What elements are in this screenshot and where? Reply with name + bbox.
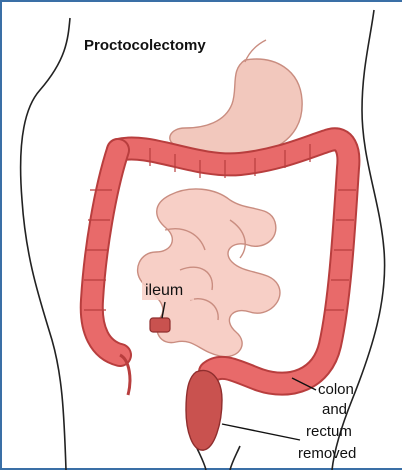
- rectum-leader-line: [222, 424, 300, 440]
- colon-label-line1: colon: [318, 381, 354, 398]
- colon-label-line4: removed: [298, 445, 356, 462]
- colon-label-line2: and: [322, 401, 347, 418]
- colon-label-line3: rectum: [306, 423, 352, 440]
- ileum-end: [150, 318, 170, 332]
- figure-title: Proctocolectomy: [84, 37, 206, 54]
- ileum-label: ileum: [145, 282, 183, 299]
- stomach: [170, 40, 302, 157]
